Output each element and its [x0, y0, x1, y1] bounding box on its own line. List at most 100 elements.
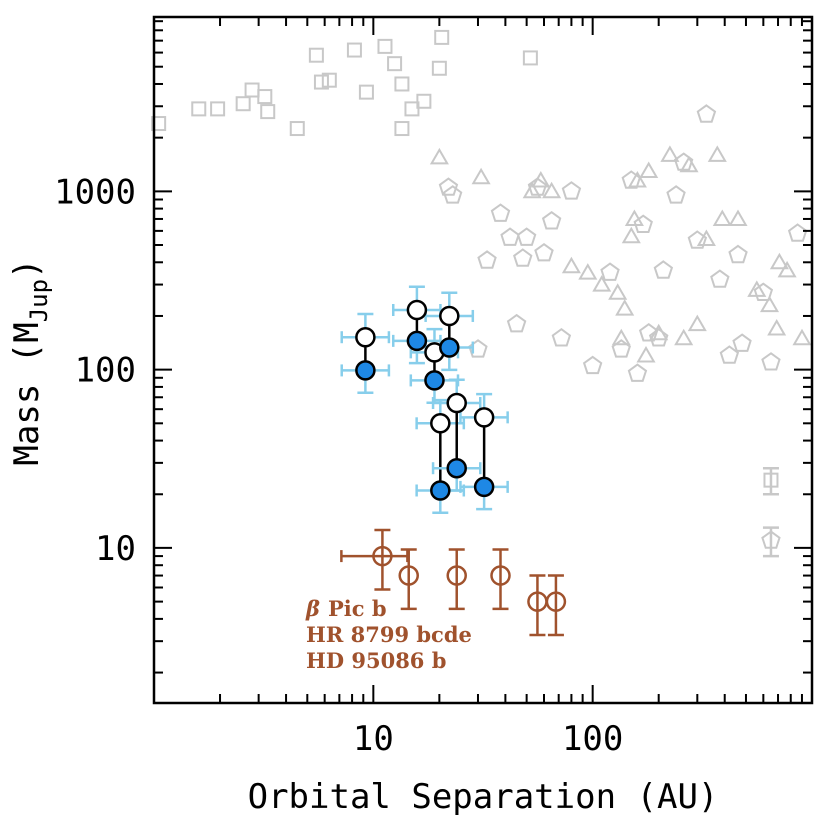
open-circle-marker [406, 299, 428, 321]
y-axis-title: Mass (MJup) [7, 258, 53, 465]
grey-triangle-marker [608, 283, 628, 300]
grey-pentagon-marker [438, 177, 459, 196]
grey-triangle-marker [542, 181, 562, 199]
grey-triangle-marker [679, 155, 699, 173]
grey-triangle-marker [767, 318, 787, 336]
open-circle-marker [430, 413, 451, 434]
grey-square-marker [434, 29, 450, 45]
grey-square-marker [377, 38, 393, 54]
grey-pentagon-marker [551, 327, 572, 347]
grey-pentagon-marker [633, 214, 653, 233]
grey-square-marker [358, 84, 374, 100]
grey-square-marker [763, 472, 779, 488]
grey-triangle-marker [522, 181, 542, 199]
filled-circle-marker [355, 360, 376, 381]
grey-square-marker [394, 121, 410, 137]
grey-square-marker [387, 56, 403, 72]
open-circle-marker [355, 326, 376, 348]
grey-pentagon-marker [787, 223, 808, 242]
grey-triangle-marker [615, 299, 635, 316]
grey-pentagon-marker [541, 210, 562, 230]
grey-triangle-marker [660, 145, 680, 162]
grey-triangle-marker [561, 256, 581, 274]
grey-triangle-marker [621, 226, 641, 244]
planet-marker [490, 565, 511, 586]
grey-triangle-marker [639, 161, 659, 178]
grey-pentagon-marker [687, 230, 708, 249]
grey-square-marker [313, 74, 329, 90]
plot-area [151, 29, 812, 637]
filled-circle-marker [424, 370, 445, 391]
grey-square-marker [431, 60, 447, 76]
x-tick-label: 100 [562, 719, 623, 759]
grey-pentagon-marker [621, 170, 641, 189]
planet-marker [398, 565, 419, 586]
y-tick-label: 100 [75, 351, 136, 391]
axes-box [152, 15, 814, 705]
grey-pentagon-marker [500, 227, 520, 246]
grey-pentagon-marker [761, 530, 781, 549]
grey-square-marker [522, 50, 538, 66]
y-axis-title-main: Mass (M [7, 322, 47, 465]
planet-marker [545, 591, 567, 612]
grey-square-marker [244, 82, 260, 98]
grey-triangle-marker [728, 209, 748, 226]
open-circle-marker [439, 305, 460, 327]
grey-triangle-marker [471, 167, 491, 185]
grey-pentagon-marker [761, 352, 781, 371]
grey-pentagon-marker [732, 333, 752, 352]
y-tick-label: 1000 [54, 172, 136, 212]
grey-pentagon-marker [506, 313, 527, 333]
grey-triangle-marker [592, 275, 612, 292]
grey-triangle-marker [792, 328, 812, 346]
grey-triangle-marker [707, 145, 727, 162]
grey-pentagon-marker [638, 322, 659, 342]
grey-pentagon-marker [653, 260, 674, 279]
y-axis-title-subscript: Jup [25, 279, 53, 322]
grey-pentagon-marker [728, 244, 748, 264]
grey-square-marker [191, 101, 207, 117]
grey-square-marker [416, 93, 432, 109]
x-tick-label: 10 [353, 719, 394, 759]
grey-pentagon-marker [611, 339, 631, 358]
grey-pentagon-marker [600, 262, 620, 281]
grey-pentagon-marker [516, 227, 537, 246]
grey-pentagon-marker [696, 104, 717, 123]
axes-frame [152, 15, 814, 705]
grey-pentagon-marker [753, 282, 774, 301]
grey-triangle-marker [769, 252, 789, 270]
grey-triangle-marker [429, 147, 449, 165]
grey-pentagon-marker [468, 339, 488, 358]
filled-circle-marker [430, 480, 451, 501]
grey-triangle-marker [674, 328, 694, 346]
grey-square-marker [210, 101, 226, 117]
open-circle-marker [473, 407, 495, 428]
open-circle-marker [446, 392, 467, 414]
annotation-beta-symbol: β [305, 596, 320, 621]
x-axis-title: Orbital Separation (AU) [248, 777, 719, 817]
grey-pentagon-marker [534, 242, 554, 262]
filled-circle-marker [439, 337, 460, 358]
grey-pentagon-marker [490, 203, 511, 222]
grey-square-marker [289, 121, 305, 137]
planet-marker [446, 565, 467, 586]
annotation-hr8799: HR 8799 bcde [306, 622, 472, 647]
grey-pentagon-marker [627, 363, 648, 382]
filled-circle-marker [406, 330, 428, 352]
grey-triangle-marker [636, 346, 656, 363]
grey-triangle-marker [687, 314, 707, 332]
y-tick-label: 10 [95, 529, 136, 569]
grey-pentagon-marker [666, 185, 686, 204]
grey-square-marker [235, 96, 251, 112]
grey-triangle-marker [611, 328, 631, 346]
grey-pentagon-marker [648, 327, 669, 347]
grey-triangle-marker [578, 263, 598, 280]
annotation-beta-text: Pic b [328, 596, 387, 621]
grey-pentagon-marker [513, 248, 533, 267]
labels: Orbital Separation (AU) Mass (MJup) β Pic… [7, 172, 718, 817]
filled-circle-marker [446, 457, 467, 479]
planet-marker [372, 545, 393, 567]
filled-circle-marker [473, 476, 495, 498]
annotation-hd95086: HD 95086 b [306, 648, 446, 673]
